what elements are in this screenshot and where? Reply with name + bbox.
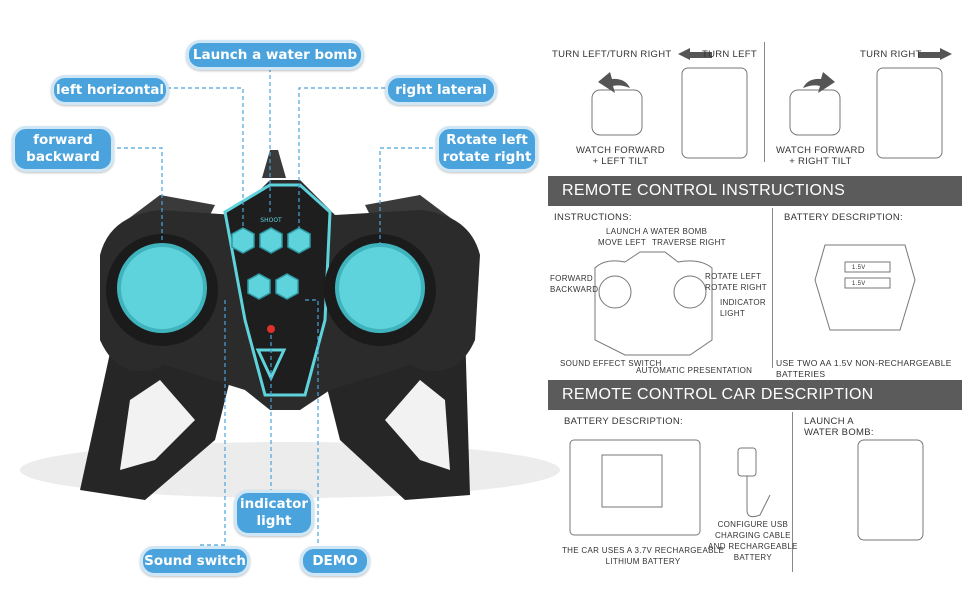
label-move-left: MOVE LEFT bbox=[598, 238, 647, 247]
hand-left-sketch bbox=[591, 89, 643, 136]
sound-button bbox=[247, 273, 271, 300]
watch-forward-left: WATCH FORWARD + LEFT TILT bbox=[576, 145, 665, 167]
instructions-label: INSTRUCTIONS: bbox=[554, 212, 632, 223]
label-rotate: ROTATE LEFT ROTATE RIGHT bbox=[705, 272, 767, 292]
label-automatic: AUTOMATIC PRESENTATION bbox=[636, 366, 753, 375]
section-remote-instructions: REMOTE CONTROL INSTRUCTIONS bbox=[548, 176, 962, 206]
car-battery-note: THE CAR USES A 3.7V RECHARGEABLE LITHIUM… bbox=[562, 546, 725, 566]
right-move-button bbox=[287, 227, 311, 254]
car-right-sketch bbox=[876, 67, 943, 159]
turn-left-label: TURN LEFT bbox=[702, 49, 757, 60]
left-leg-hole bbox=[120, 380, 195, 470]
car-left-sketch bbox=[681, 67, 748, 159]
label-indicator: INDICATOR LIGHT bbox=[720, 298, 766, 318]
callout-forward-backward: forward backward bbox=[12, 126, 114, 172]
usb-cable-sketch bbox=[737, 447, 757, 477]
label-forward-backward: FORWARD BACKWARD bbox=[550, 274, 599, 294]
battery-holder-sketch bbox=[814, 244, 916, 331]
usb-note: CONFIGURE USB CHARGING CABLE AND RECHARG… bbox=[708, 520, 798, 562]
callout-left-horizontal: left horizontal bbox=[51, 75, 169, 105]
battery-cell-2: 1.5V bbox=[852, 281, 866, 287]
callout-indicator-light: indicator light bbox=[234, 490, 314, 536]
line-demo bbox=[305, 299, 319, 545]
turn-right-label: TURN RIGHT bbox=[860, 49, 922, 60]
divider bbox=[792, 412, 793, 572]
car-battery-sketch bbox=[569, 439, 701, 536]
manual-sketches bbox=[569, 67, 943, 541]
shoot-label: SHOOT bbox=[260, 217, 282, 224]
watch-forward-right: WATCH FORWARD + RIGHT TILT bbox=[776, 145, 865, 167]
label-sound-effect: SOUND EFFECT SWITCH bbox=[560, 359, 662, 368]
battery-label-2: BATTERY DESCRIPTION: bbox=[564, 416, 683, 427]
right-leg-hole bbox=[385, 380, 450, 470]
divider bbox=[772, 208, 773, 368]
callout-rotate: Rotate left rotate right bbox=[436, 126, 538, 172]
left-stick bbox=[119, 245, 205, 331]
demo-button bbox=[275, 273, 299, 300]
callout-demo: DEMO bbox=[300, 546, 370, 576]
label-traverse-right: TRAVERSE RIGHT bbox=[652, 238, 726, 247]
line-right-lateral bbox=[298, 87, 385, 228]
divider bbox=[764, 42, 765, 162]
shoot-button bbox=[259, 227, 283, 254]
line-sound bbox=[200, 300, 226, 546]
callout-right-lateral: right lateral bbox=[385, 75, 497, 105]
section-car-description: REMOTE CONTROL CAR DESCRIPTION bbox=[548, 380, 962, 410]
car-water-bomb-sketch bbox=[857, 439, 924, 541]
line-rotate bbox=[379, 147, 440, 245]
hand-right-sketch bbox=[789, 89, 841, 136]
callout-launch-water-bomb: Launch a water bomb bbox=[186, 40, 364, 70]
right-stick bbox=[337, 245, 423, 331]
line-forward-backward bbox=[110, 147, 163, 245]
line-left-horizontal bbox=[160, 87, 244, 228]
indicator-led bbox=[267, 325, 275, 333]
battery-label-1: BATTERY DESCRIPTION: bbox=[784, 212, 903, 223]
turn-heading: TURN LEFT/TURN RIGHT bbox=[552, 49, 672, 60]
battery-note: USE TWO AA 1.5V NON-RECHARGEABLE BATTERI… bbox=[776, 358, 952, 379]
remote-sketch bbox=[594, 251, 713, 356]
turn-arrows bbox=[598, 48, 952, 93]
launch-label-2: LAUNCH A WATER BOMB: bbox=[804, 416, 874, 438]
battery-cell-1: 1.5V bbox=[852, 265, 866, 271]
label-launch: LAUNCH A WATER BOMB bbox=[606, 227, 708, 236]
callout-sound-switch: Sound switch bbox=[140, 546, 250, 576]
antenna bbox=[262, 150, 286, 178]
left-move-button bbox=[231, 227, 255, 254]
